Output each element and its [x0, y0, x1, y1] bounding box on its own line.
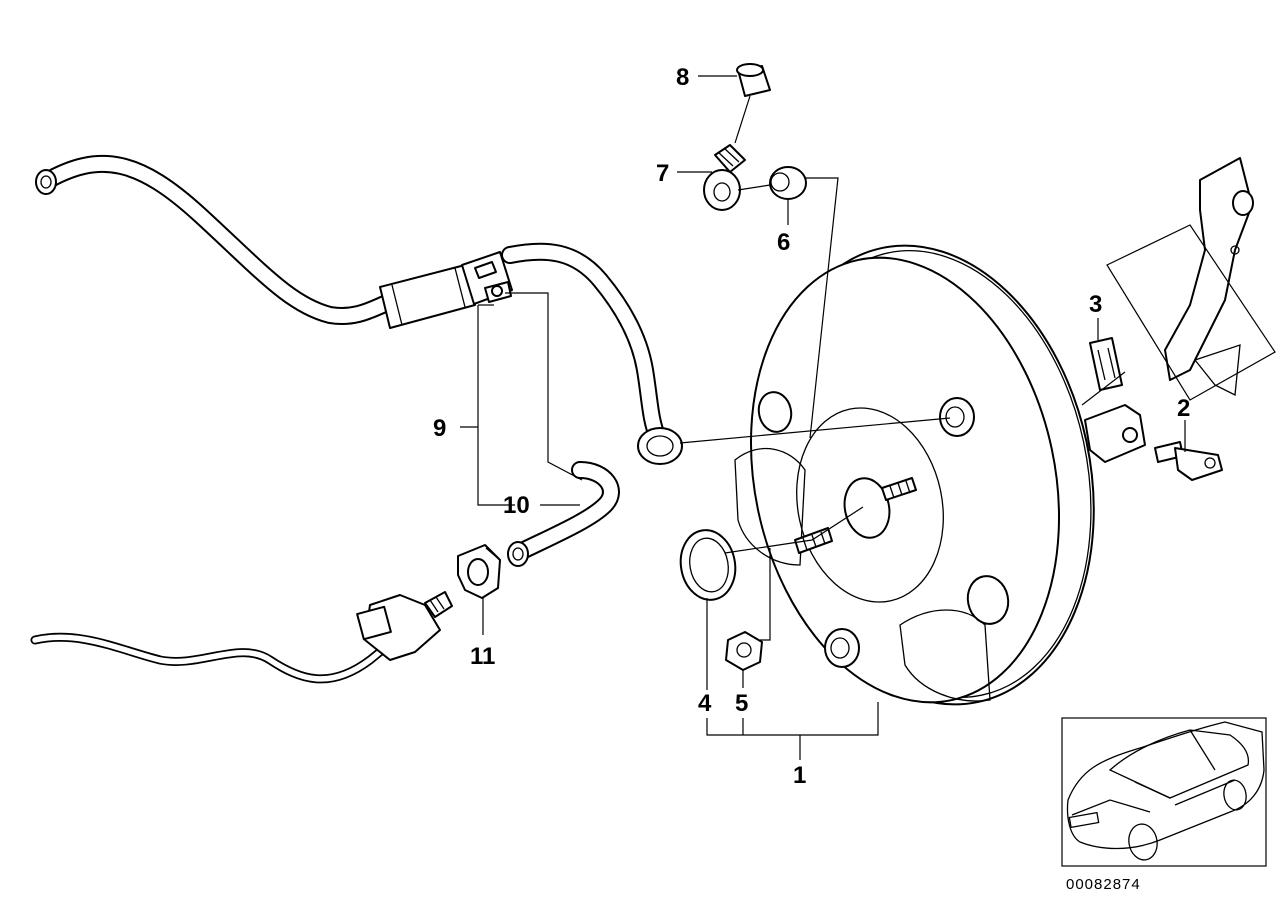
brake-pedal-arm: [1164, 157, 1254, 397]
gasket-ring-4: [679, 529, 737, 601]
callout-10: 10: [503, 492, 530, 519]
vacuum-hose-upper: [35, 154, 404, 325]
callout-1: 1: [793, 762, 806, 789]
callout-8: 8: [676, 64, 689, 91]
callout-2: 2: [1177, 395, 1190, 422]
check-valve-assembly: [379, 251, 513, 329]
callout-7: 7: [656, 160, 669, 187]
callout-9: 9: [433, 415, 446, 442]
vacuum-sensor-wire: [30, 632, 397, 684]
callout-5: 5: [735, 690, 748, 717]
clip-3: [1089, 337, 1123, 391]
grommet-6: [769, 166, 807, 200]
vacuum-hose-to-booster: [501, 242, 683, 465]
leader-lines: [460, 75, 1186, 760]
clamp-8: [736, 63, 771, 97]
pedal-reference-lines: [1106, 224, 1276, 401]
grommet-11: [457, 544, 501, 599]
callout-3: 3: [1089, 291, 1102, 318]
callout-6: 6: [777, 229, 790, 256]
mounting-bracket: [1084, 404, 1146, 463]
nut-5: [725, 631, 763, 671]
pin-2: [1154, 441, 1223, 481]
car-thumbnail-icon: [1061, 717, 1267, 867]
connector-7: [703, 144, 746, 211]
vacuum-hose-short-10: [507, 461, 620, 567]
vacuum-sensor: [356, 591, 453, 661]
callout-4: 4: [698, 690, 712, 717]
reference-number: 00082874: [1066, 876, 1141, 893]
brake-booster-icon: [734, 244, 1095, 706]
callout-11: 11: [470, 643, 495, 670]
